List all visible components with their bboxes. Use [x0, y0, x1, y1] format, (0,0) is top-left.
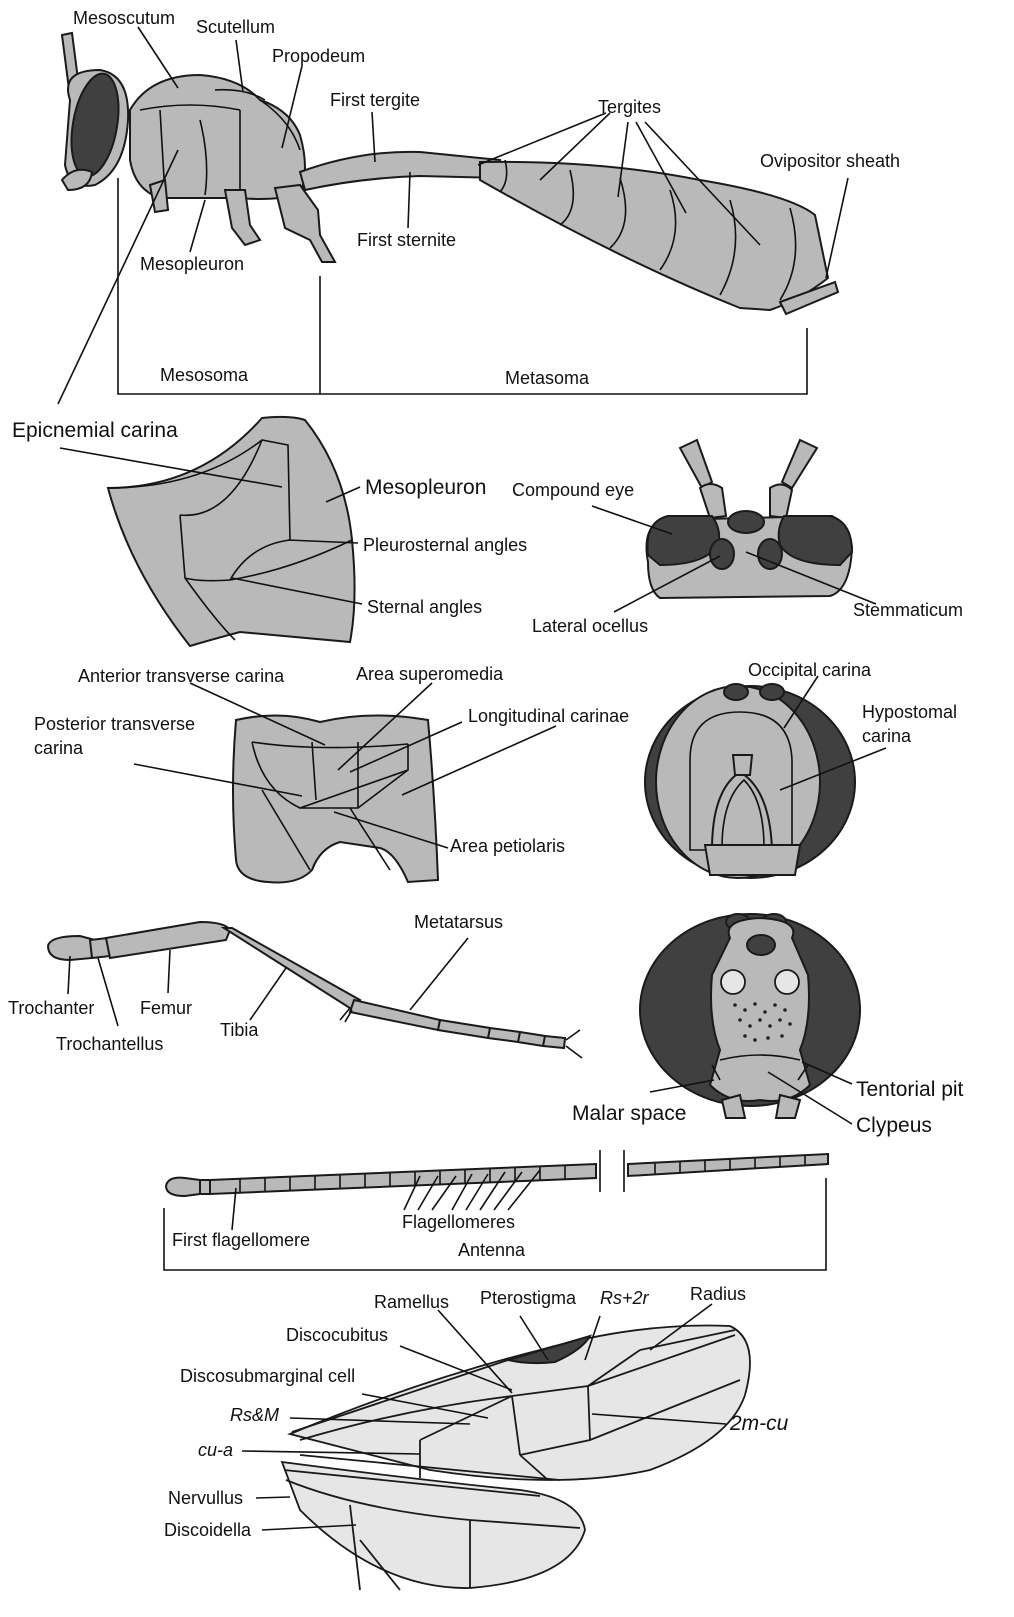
label-mesosoma: Mesosoma: [160, 365, 249, 385]
antenna-break-marks: [600, 1150, 624, 1192]
label-pleurosternal-angles: Pleurosternal angles: [363, 535, 527, 555]
label-first-sternite: First sternite: [357, 230, 456, 250]
label-posterior-transverse-carina-2: carina: [34, 738, 84, 758]
label-2m-cu: 2m-cu: [729, 1412, 789, 1435]
leader-mesoscutum: [138, 27, 178, 88]
habitus-lateral-view: Mesoscutum Scutellum Propodeum First ter…: [12, 8, 900, 442]
label-sternal-angles: Sternal angles: [367, 597, 482, 617]
leader-nervullus: [256, 1497, 290, 1498]
mesopleuron-detail: Mesopleuron Pleurosternal angles Sternal…: [60, 417, 527, 646]
head-dorsal-antenna-right: [782, 440, 817, 488]
label-tentorial-pit: Tentorial pit: [856, 1078, 964, 1101]
habitus-gaster: [480, 162, 828, 310]
leader-trochanter: [68, 956, 70, 994]
label-longitudinal-carinae: Longitudinal carinae: [468, 706, 629, 726]
label-flagellomeres: Flagellomeres: [402, 1212, 515, 1232]
label-cu-a: cu-a: [198, 1440, 233, 1460]
leader-first-sternite: [408, 172, 410, 228]
leader-femur: [168, 950, 170, 993]
label-rs-2r: Rs+2r: [600, 1288, 650, 1308]
median-ocellus: [728, 511, 764, 533]
label-area-petiolaris: Area petiolaris: [450, 836, 565, 856]
leader-ovipositor-sheath: [826, 178, 848, 278]
label-epicnemial-carina: Epicnemial carina: [12, 419, 178, 442]
leader-mesopleuron: [190, 200, 205, 252]
label-discocubitus: Discocubitus: [286, 1325, 388, 1345]
label-mesoscutum: Mesoscutum: [73, 8, 175, 28]
label-trochantellus: Trochantellus: [56, 1034, 163, 1054]
habitus-foreleg: [150, 180, 168, 212]
leg-femur: [106, 922, 230, 958]
label-propodeum: Propodeum: [272, 46, 365, 66]
habitus-hindleg: [275, 185, 335, 262]
label-scutellum: Scutellum: [196, 17, 275, 37]
antenna-flagellum-distal: [628, 1154, 828, 1176]
head-posterior-mandibles: [705, 845, 800, 875]
hind-leg: Metatarsus Trochanter Femur Tibia Trocha…: [8, 912, 582, 1058]
label-compound-eye: Compound eye: [512, 480, 634, 500]
antenna-flagellum-proximal: [210, 1164, 596, 1194]
antennal-socket-left: [721, 970, 745, 994]
antennal-socket-right: [775, 970, 799, 994]
label-discoidella: Discoidella: [164, 1520, 252, 1540]
label-area-superomedia: Area superomedia: [356, 664, 504, 684]
label-rs-m: Rs&M: [230, 1405, 279, 1425]
antenna-pedicel: [200, 1180, 210, 1194]
label-antenna: Antenna: [458, 1240, 526, 1260]
label-first-tergite: First tergite: [330, 90, 420, 110]
head-frontal-view: Tentorial pit Malar space Clypeus: [572, 914, 964, 1137]
label-nervullus: Nervullus: [168, 1488, 243, 1508]
label-mesopleuron: Mesopleuron: [140, 254, 244, 274]
label-lateral-ocellus: Lateral ocellus: [532, 616, 648, 636]
leader-tibia: [250, 968, 286, 1020]
head-posterior-neck: [733, 755, 752, 775]
mesopleuron-plate: [108, 417, 355, 646]
lateral-ocellus-left: [710, 539, 734, 569]
label-metasoma: Metasoma: [505, 368, 590, 388]
label-trochanter: Trochanter: [8, 998, 94, 1018]
wings: Ramellus Pterostigma Rs+2r Radius Discoc…: [164, 1284, 789, 1590]
leader-trochantellus: [98, 958, 118, 1026]
head-posterior-ocellus-left: [724, 684, 748, 700]
label-discosubmarginal-cell: Discosubmarginal cell: [180, 1366, 355, 1386]
head-posterior-ocellus-right: [760, 684, 784, 700]
label-ramellus: Ramellus: [374, 1292, 449, 1312]
head-posterior-view: Occipital carina Hypostomal carina: [645, 660, 957, 878]
label-tibia: Tibia: [220, 1020, 259, 1040]
label-metatarsus: Metatarsus: [414, 912, 503, 932]
head-dorsal-view: Compound eye Lateral ocellus Stemmaticum: [512, 440, 963, 636]
propodeum-dorsal-view: Anterior transverse carina Area superome…: [34, 664, 629, 883]
label-clypeus: Clypeus: [856, 1114, 932, 1137]
label-anterior-transverse-carina: Anterior transverse carina: [78, 666, 285, 686]
label-occipital-carina: Occipital carina: [748, 660, 872, 680]
leg-trochanter: [48, 936, 95, 960]
label-femur: Femur: [140, 998, 192, 1018]
leg-tarsomeres: [438, 1020, 565, 1048]
label-pterostigma: Pterostigma: [480, 1288, 577, 1308]
label-posterior-transverse-carina-1: Posterior transverse: [34, 714, 195, 734]
leader-metatarsus: [410, 938, 468, 1010]
label-malar-space: Malar space: [572, 1102, 686, 1125]
leg-metatarsus: [350, 1000, 440, 1030]
head-frontal-median-ocellus: [747, 935, 775, 955]
label-first-flagellomere: First flagellomere: [172, 1230, 310, 1250]
habitus-mesosoma: [130, 75, 305, 199]
habitus-petiole: [300, 152, 500, 190]
antenna: First flagellomere Flagellomeres Antenna: [164, 1150, 828, 1270]
antenna-scape: [166, 1178, 200, 1196]
head-dorsal-antenna-left: [680, 440, 712, 488]
label-radius: Radius: [690, 1284, 746, 1304]
label-hypostomal-carina-2: carina: [862, 726, 912, 746]
label-stemmaticum: Stemmaticum: [853, 600, 963, 620]
leg-tibia: [224, 928, 360, 1010]
label-tergites: Tergites: [598, 97, 661, 117]
label-hypostomal-carina-1: Hypostomal: [862, 702, 957, 722]
label-mesopleuron-detail: Mesopleuron: [365, 476, 486, 499]
propodeum-plate: [233, 715, 438, 882]
label-ovipositor-sheath: Ovipositor sheath: [760, 151, 900, 171]
